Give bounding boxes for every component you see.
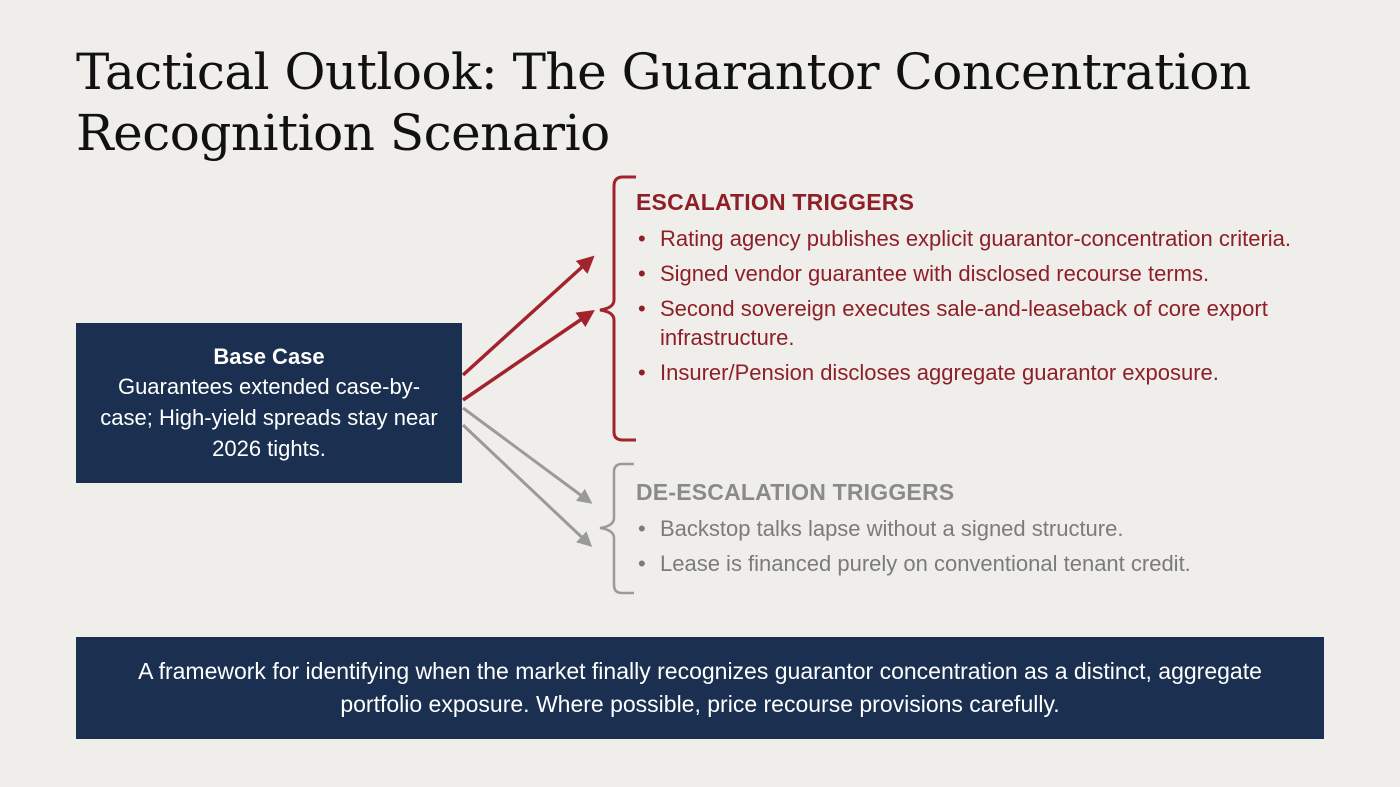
deescalation-arrow-upper: [462, 406, 593, 504]
base-case-text: Guarantees extended case-by-case; High-y…: [100, 373, 438, 461]
deescalation-list: • Backstop talks lapse without a signed s…: [636, 514, 1356, 578]
base-case-box: Base Case Guarantees extended case-by-ca…: [76, 323, 462, 483]
deescalation-brace: [599, 462, 634, 595]
deescalation-item-text: Backstop talks lapse without a signed st…: [660, 516, 1124, 541]
escalation-arrow-upper: [461, 255, 595, 377]
bullet-icon: •: [638, 360, 646, 385]
bullet-icon: •: [638, 226, 646, 251]
escalation-arrow-lower: [462, 310, 595, 402]
deescalation-triggers-section: DE-ESCALATION TRIGGERS • Backstop talks l…: [636, 478, 1356, 584]
bullet-icon: •: [638, 516, 646, 541]
list-item: • Backstop talks lapse without a signed s…: [636, 514, 1356, 543]
footer-text: A framework for identifying when the mar…: [138, 658, 1262, 717]
escalation-triggers-section: ESCALATION TRIGGERS • Rating agency publi…: [636, 188, 1356, 393]
list-item: • Insurer/Pension discloses aggregate gua…: [636, 358, 1356, 387]
escalation-item-text: Insurer/Pension discloses aggregate guar…: [660, 360, 1219, 385]
bullet-icon: •: [638, 551, 646, 576]
escalation-heading: ESCALATION TRIGGERS: [636, 189, 915, 215]
escalation-item-text: Rating agency publishes explicit guarant…: [660, 226, 1292, 251]
list-item: • Signed vendor guarantee with disclosed …: [636, 259, 1356, 288]
escalation-item-text: Second sovereign executes sale-and-lease…: [660, 296, 1268, 350]
page-title: Tactical Outlook: The Guarantor Concentr…: [76, 43, 1251, 162]
list-item: • Second sovereign executes sale-and-leas…: [636, 294, 1356, 352]
escalation-item-text: Signed vendor guarantee with disclosed r…: [660, 261, 1210, 286]
bullet-icon: •: [638, 261, 646, 286]
deescalation-arrow-lower: [461, 423, 593, 548]
list-item: • Rating agency publishes explicit guaran…: [636, 224, 1356, 253]
list-item: • Lease is financed purely on conventiona…: [636, 549, 1356, 578]
deescalation-item-text: Lease is financed purely on conventional…: [660, 551, 1191, 576]
escalation-list: • Rating agency publishes explicit guaran…: [636, 224, 1356, 387]
bullet-icon: •: [638, 296, 646, 321]
footer-banner: A framework for identifying when the mar…: [76, 637, 1324, 739]
escalation-brace: [599, 175, 636, 442]
base-case-title: Base Case: [213, 343, 325, 369]
deescalation-heading: DE-ESCALATION TRIGGERS: [636, 479, 955, 505]
